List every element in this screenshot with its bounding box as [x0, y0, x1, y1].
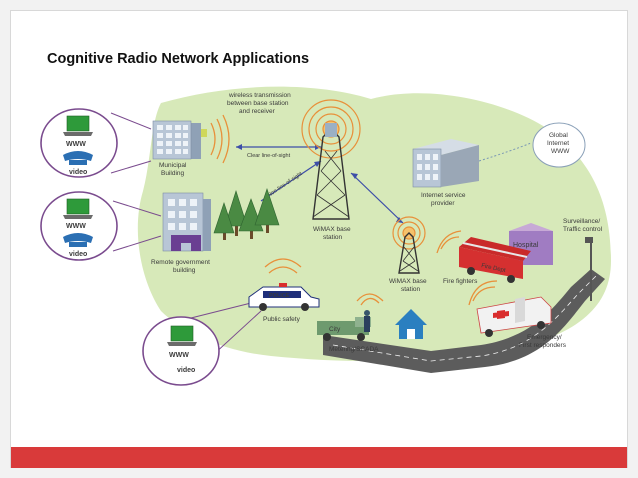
- surveillance-label: Traffic control: [563, 226, 603, 233]
- laptop-icon: [167, 325, 197, 346]
- phone-icon: [63, 151, 93, 165]
- wireless-transmission-label: and receiver: [239, 108, 276, 115]
- municipal-building-label: Municipal: [159, 162, 187, 169]
- wimax-tower-main: [301, 99, 361, 220]
- clear-line-of-sight-label: Clear line-of-sight: [247, 153, 291, 159]
- city-truck: City: [317, 317, 371, 341]
- road: [323, 269, 605, 373]
- isp-label: provider: [431, 200, 455, 207]
- signal-waves-icon: [356, 293, 384, 306]
- bottom-accent-bar: [11, 447, 627, 468]
- wimax-small-label: station: [401, 286, 421, 293]
- callout-public-safety: WWW video: [142, 302, 262, 386]
- municipal-building: [152, 120, 207, 160]
- callout-video-label: video: [69, 251, 87, 258]
- callout-www-label: WWW: [66, 141, 86, 148]
- fire-fighters-label: Fire fighters: [443, 278, 478, 285]
- public-safety-label: Public safety: [263, 316, 301, 323]
- wimax-base-label: WiMAX base: [313, 226, 351, 233]
- police-label: POLICE: [269, 293, 290, 299]
- callout-video-label: video: [177, 367, 195, 374]
- isp-building: [412, 139, 479, 188]
- police-car: POLICE: [248, 283, 320, 311]
- global-internet-label: Internet: [547, 140, 569, 147]
- surveillance-label: Surveillance/: [563, 218, 600, 225]
- laptop-icon: [63, 198, 93, 219]
- hospital-label: Hospital: [513, 242, 539, 249]
- callout-video-label: video: [69, 169, 87, 176]
- wimax-tower-small: [392, 216, 426, 274]
- emergency-label: Emergency/: [527, 334, 562, 341]
- wireless-transmission-label: between base station: [227, 100, 289, 107]
- slide-title: Cognitive Radio Network Applications: [47, 51, 310, 67]
- global-internet-bubble: [532, 122, 586, 168]
- city-label: City: [329, 326, 341, 333]
- global-internet-label: Global: [549, 132, 568, 139]
- fire-truck: Fire Dept: [459, 237, 531, 283]
- wimax-base-label: station: [323, 234, 343, 241]
- trees: [213, 188, 280, 240]
- signal-waves-icon: [264, 258, 302, 274]
- emergency-label: First responders: [519, 342, 567, 349]
- slide: Cognitive Radio Network Applications WWW…: [10, 10, 628, 468]
- backhaul-link: [350, 172, 404, 224]
- phone-icon: [63, 233, 93, 247]
- global-internet-label: WWW: [551, 148, 570, 155]
- house-icon: [395, 309, 427, 339]
- ambulance: [476, 296, 552, 337]
- wimax-small-label: WiMAX base: [389, 278, 427, 285]
- non-line-of-sight-link: [260, 160, 322, 202]
- callout-www-label: WWW: [169, 352, 189, 359]
- wireless-transmission-label: wireless transmission: [228, 92, 291, 99]
- internet-link: [478, 142, 532, 162]
- remote-government-building: [162, 192, 211, 252]
- fire-dept-label: Fire Dept: [481, 263, 507, 274]
- isp-label: Internet service: [421, 192, 466, 199]
- signal-waves-icon: [210, 114, 230, 164]
- signal-waves-icon: [468, 280, 498, 306]
- worker-figure: [364, 310, 370, 332]
- callout-remote-government: WWW video: [40, 191, 162, 261]
- metering-label: Metering/SCADA: [329, 346, 379, 353]
- laptop-icon: [63, 115, 93, 136]
- network-diagram: WWW video WWW video: [40, 86, 611, 386]
- callout-municipal: WWW video: [40, 108, 152, 178]
- remote-government-label: Remote government: [151, 259, 210, 266]
- callout-www-label: WWW: [66, 223, 86, 230]
- surveillance-pole: [585, 237, 593, 301]
- municipal-building-label: Building: [161, 170, 185, 177]
- remote-government-label: building: [173, 267, 196, 274]
- signal-waves-icon: [436, 230, 462, 254]
